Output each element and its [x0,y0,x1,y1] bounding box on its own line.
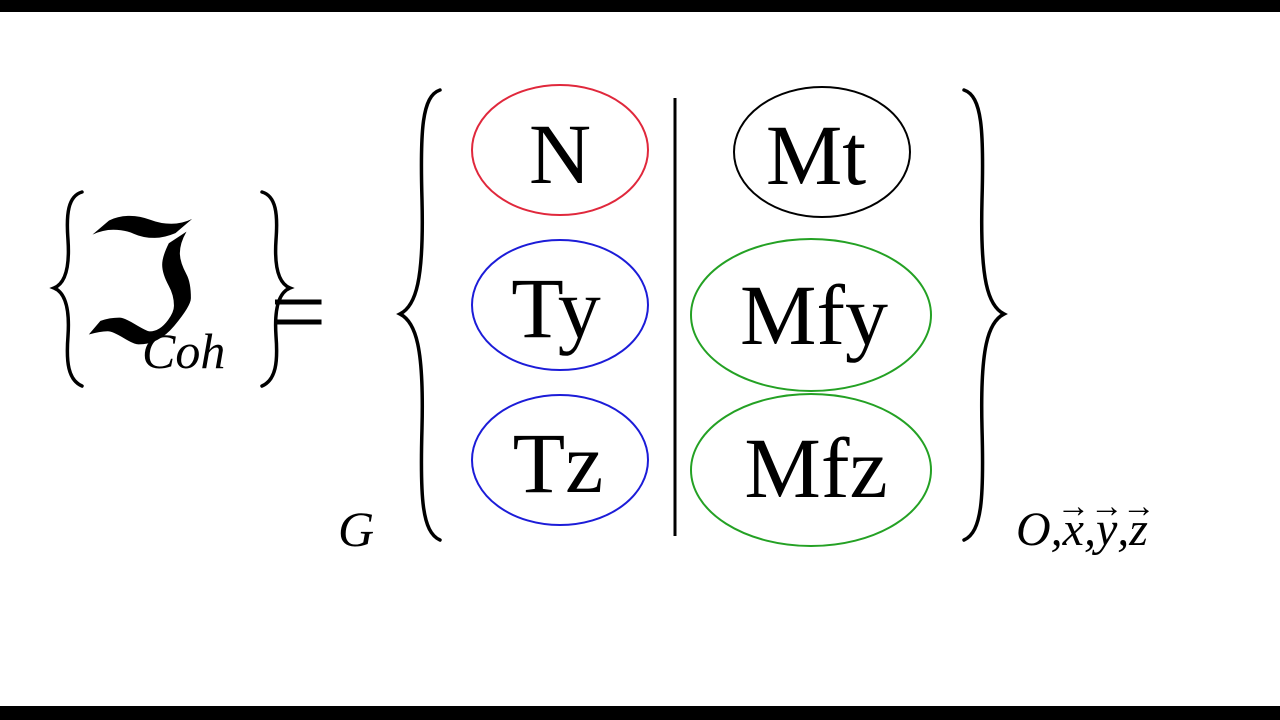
small-left-brace [49,190,84,388]
frame-label: O,x,y,z [1016,506,1148,554]
ellipse-mfy [690,238,932,392]
large-right-brace [962,88,1008,542]
ellipse-ty [471,239,649,371]
component-mfz: Mfz [744,420,888,516]
ellipse-mfz [690,393,932,547]
point-label: G [338,501,375,557]
frame-x-vector: x [1063,506,1084,554]
torsor-subscript: Coh [142,323,226,379]
equals-sign: = [270,256,327,367]
frame-y-vector: y [1096,506,1117,554]
torsor-symbol: ℑ [80,191,199,379]
component-mt: Mt [765,107,867,203]
ellipse-n [471,84,649,216]
ellipse-tz [471,394,649,526]
component-ty: Ty [511,260,601,356]
large-left-brace [396,88,442,542]
frame-origin: O [1016,503,1051,556]
frame-z-vector: z [1129,506,1148,554]
component-tz: Tz [512,415,604,511]
small-right-brace [260,190,295,388]
slide [0,12,1280,706]
component-n: N [528,106,592,202]
component-mfy: Mfy [739,267,889,363]
ellipse-mt [733,86,911,218]
